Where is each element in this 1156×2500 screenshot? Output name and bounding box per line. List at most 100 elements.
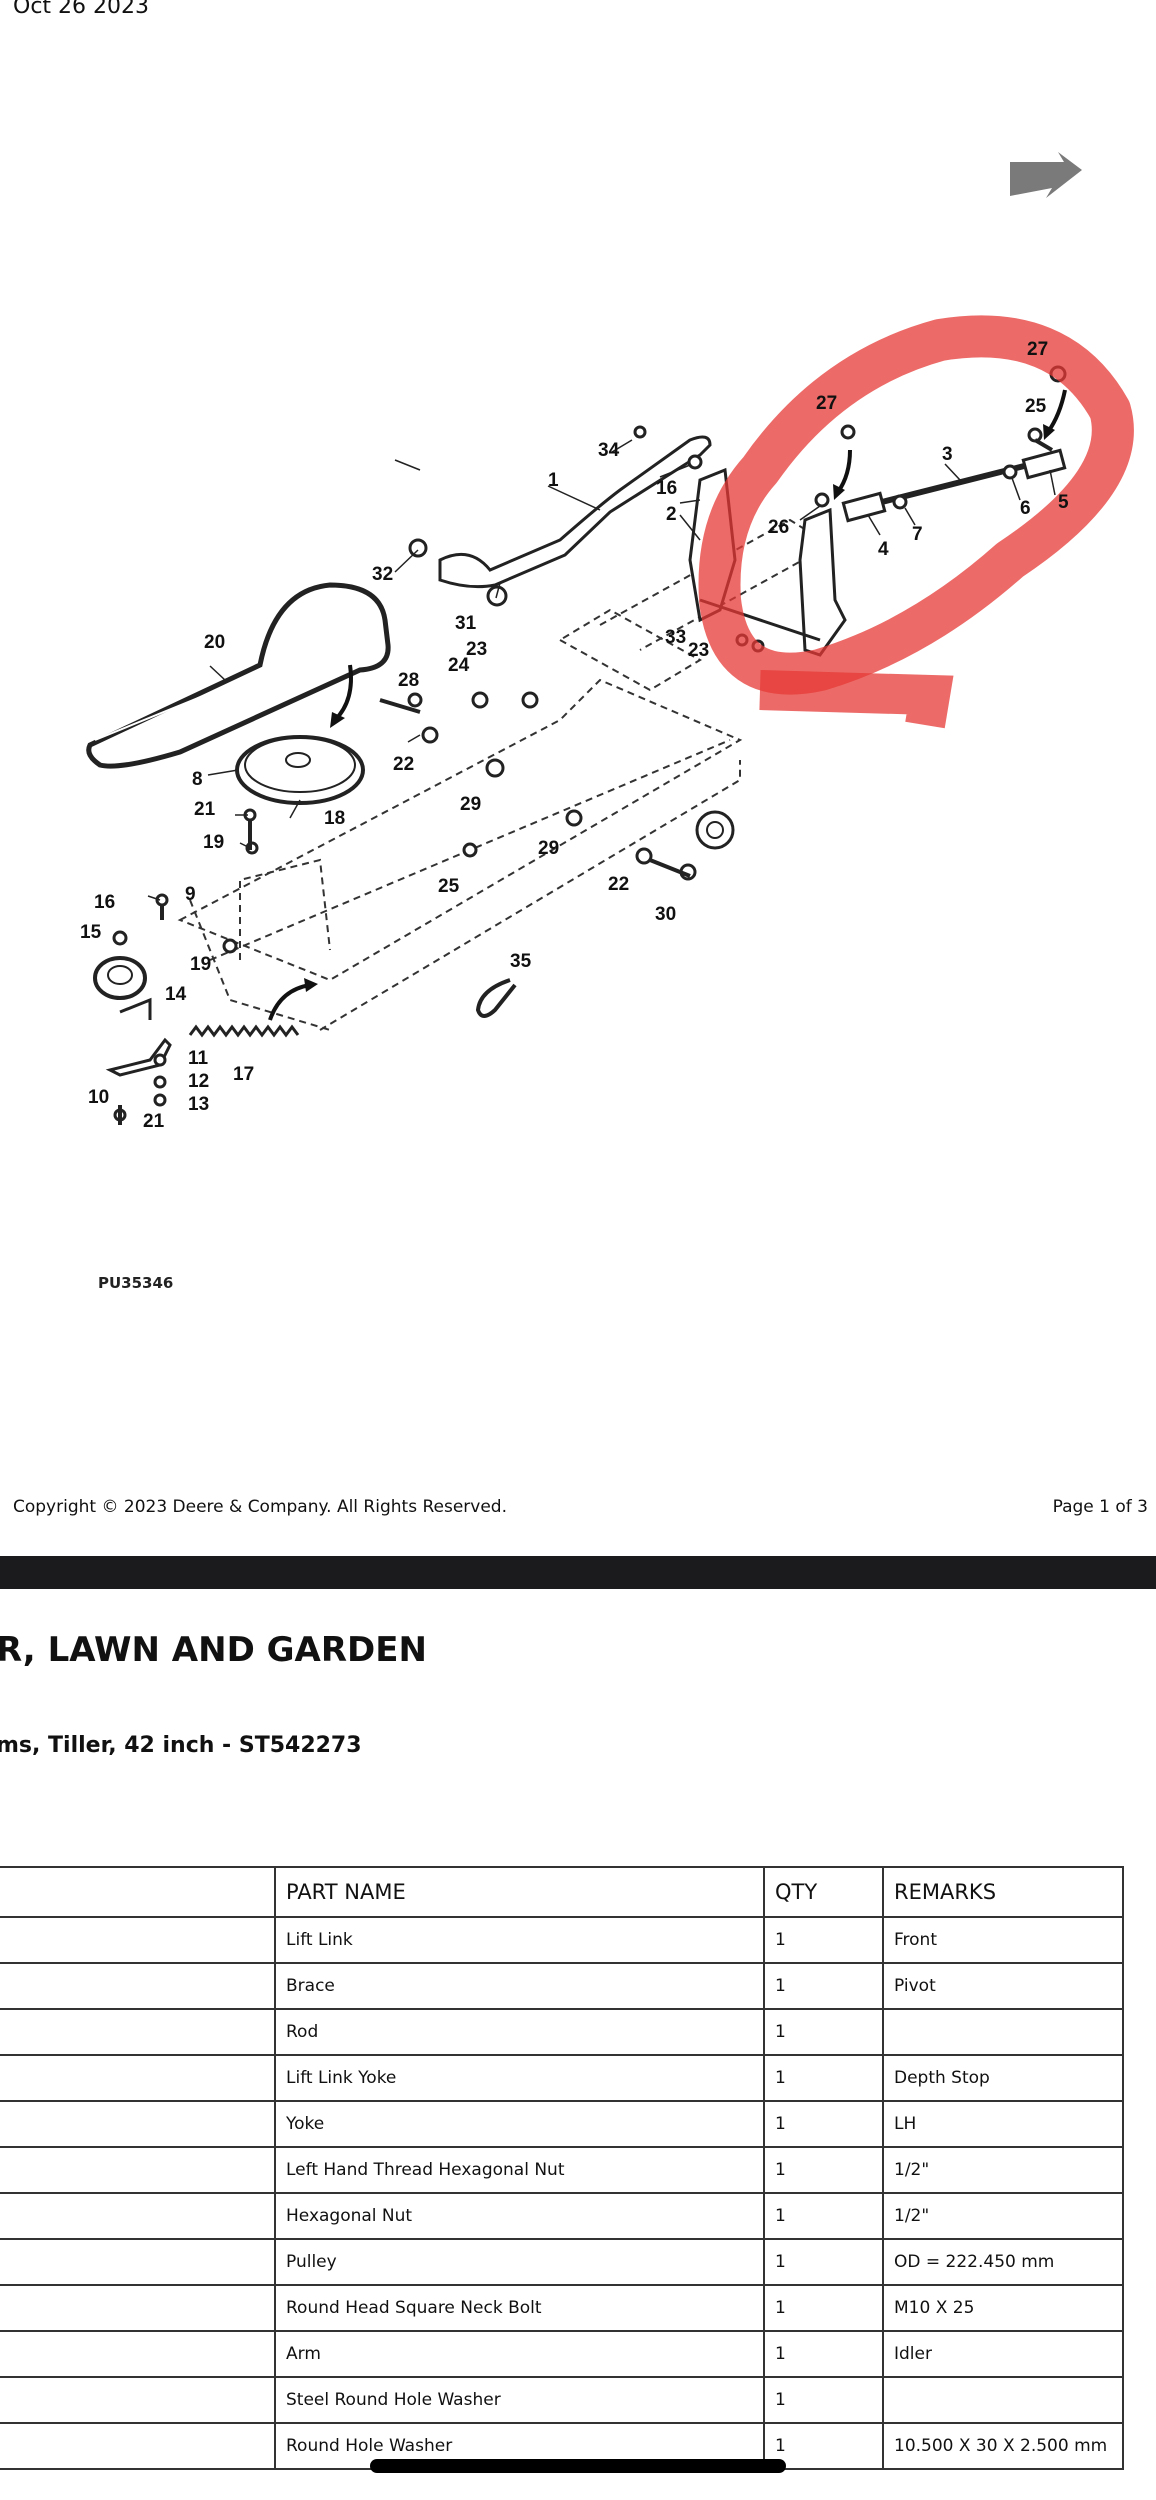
bracket — [105, 1037, 172, 1077]
page-number: Page 1 of 3 — [1052, 1497, 1148, 1517]
cell-remarks — [882, 2376, 1124, 2424]
callout-number: 34 — [598, 440, 620, 461]
callout-number: 15 — [80, 922, 102, 943]
lift-link — [438, 435, 712, 589]
callout-number: 29 — [538, 838, 559, 859]
callout-number: 12 — [188, 1071, 209, 1092]
cell-qty: 1 — [763, 2008, 884, 2056]
callout-number: 23 — [688, 640, 709, 661]
hardware — [112, 365, 1067, 1122]
cell-ref — [0, 2008, 276, 2056]
callout-number: 3 — [942, 444, 953, 465]
cell-part-name: Left Hand Thread Hexagonal Nut — [274, 2146, 765, 2194]
callout-number: 14 — [165, 984, 187, 1005]
cell-qty: 1 — [763, 2238, 884, 2286]
cell-remarks: Front — [882, 1916, 1124, 1964]
drawing-id: PU35346 — [98, 1274, 174, 1292]
cell-ref — [0, 2422, 276, 2470]
spring — [188, 1024, 300, 1038]
cell-ref — [0, 2192, 276, 2240]
callout-number: 6 — [1020, 498, 1031, 519]
cell-remarks: OD = 222.450 mm — [882, 2238, 1124, 2286]
callout-number: 24 — [448, 655, 470, 676]
yoke-lh — [1021, 448, 1067, 480]
small-pulley — [93, 956, 147, 1000]
scroll-indicator[interactable] — [370, 2459, 786, 2473]
callout-number: 19 — [203, 832, 224, 853]
copyright: Copyright © 2023 Deere & Company. All Ri… — [13, 1497, 507, 1517]
yoke-lift-link — [841, 491, 887, 523]
callout-number: 2 — [666, 504, 677, 525]
cell-ref — [0, 1916, 276, 1964]
cell-remarks: M10 X 25 — [882, 2284, 1124, 2332]
cell-remarks: 1/2" — [882, 2146, 1124, 2194]
header-qty: QTY — [763, 1866, 884, 1918]
cell-ref — [0, 2146, 276, 2194]
parts-exploded-diagram: 1234567891011121314151616171819192021212… — [80, 152, 1134, 1132]
red-circle-annotation — [698, 315, 1134, 695]
cell-part-name: Lift Link Yoke — [274, 2054, 765, 2102]
cell-remarks: 10.500 X 30 X 2.500 mm — [882, 2422, 1124, 2470]
cell-ref — [0, 2100, 276, 2148]
callout-number: 33 — [665, 627, 686, 648]
callout-number: 5 — [1058, 492, 1069, 513]
callout-number: 17 — [233, 1064, 254, 1085]
cell-ref — [0, 2330, 276, 2378]
header-remarks: REMARKS — [882, 1866, 1124, 1918]
callout-number: 23 — [466, 639, 487, 660]
callout-number: 20 — [204, 632, 225, 653]
cell-ref — [0, 2238, 276, 2286]
page-separator-bar — [0, 1556, 1156, 1589]
cell-remarks: Pivot — [882, 1962, 1124, 2010]
callout-number: 31 — [455, 613, 477, 634]
document-subheading: ms, Tiller, 42 inch - ST542273 — [0, 1733, 362, 1758]
cell-qty: 1 — [763, 1916, 884, 1964]
callout-number: 32 — [372, 564, 393, 585]
cell-part-name: Steel Round Hole Washer — [274, 2376, 765, 2424]
cell-qty: 1 — [763, 2100, 884, 2148]
callout-number: 25 — [438, 876, 460, 897]
bolts — [118, 438, 1054, 1125]
belt — [86, 582, 391, 769]
callout-number: 26 — [768, 517, 789, 538]
cell-qty: 1 — [763, 1962, 884, 2010]
callout-number: 9 — [185, 884, 196, 905]
callout-number: 22 — [393, 754, 414, 775]
cell-qty: 1 — [763, 2330, 884, 2378]
cell-remarks — [882, 2008, 1124, 2056]
cell-part-name: Brace — [274, 1962, 765, 2010]
cell-qty: 1 — [763, 2376, 884, 2424]
motion-arrow — [1046, 389, 1067, 434]
cell-ref — [0, 1962, 276, 2010]
cell-remarks: Idler — [882, 2330, 1124, 2378]
cell-remarks: 1/2" — [882, 2192, 1124, 2240]
arrow-icon[interactable] — [1010, 152, 1082, 198]
callout-number: 13 — [188, 1094, 209, 1115]
cell-part-name: Hexagonal Nut — [274, 2192, 765, 2240]
cell-part-name: Yoke — [274, 2100, 765, 2148]
callout-number: 11 — [188, 1048, 209, 1069]
header-part-name: PART NAME — [274, 1866, 765, 1918]
callout-number: 1 — [548, 470, 559, 491]
print-date: Oct 26 2023 — [13, 0, 150, 19]
cell-remarks: Depth Stop — [882, 2054, 1124, 2102]
callout-number: 29 — [460, 794, 481, 815]
cell-part-name: Rod — [274, 2008, 765, 2056]
cell-part-name: Pulley — [274, 2238, 765, 2286]
callout-number: 16 — [656, 478, 677, 499]
header-ref — [0, 1866, 276, 1918]
cell-remarks: LH — [882, 2100, 1124, 2148]
large-pulley — [235, 735, 365, 805]
callout-number: 19 — [190, 954, 211, 975]
callout-number: 27 — [816, 393, 837, 414]
callout-number: 28 — [398, 670, 419, 691]
callout-number: 4 — [878, 539, 889, 560]
